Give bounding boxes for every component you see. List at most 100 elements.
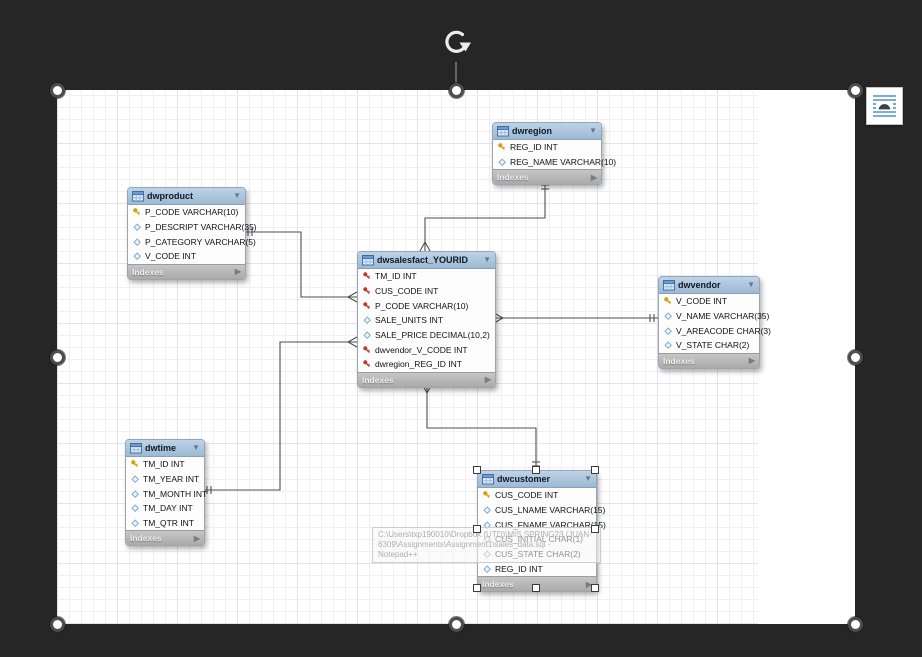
column-text: V_AREACODE CHAR(3) <box>676 325 771 336</box>
picture-resize-handle[interactable] <box>847 616 863 632</box>
table-dwproduct: dwproduct▼ P_CODE VARCHAR(10) P_DESCRIPT V… <box>127 187 257 280</box>
table-indexes-footer: Indexes ▶ <box>659 352 759 368</box>
column-icon <box>133 252 142 261</box>
column-text: P_CODE VARCHAR(10) <box>375 300 469 311</box>
picture-resize-handle[interactable] <box>49 82 65 98</box>
column-text: TM_ID INT <box>375 271 417 282</box>
column-icon <box>363 331 372 340</box>
table-indexes-footer: Indexes▶ <box>128 263 245 279</box>
table-column: P_CODE VARCHAR(10) <box>128 205 245 220</box>
table-selection-square-handle[interactable] <box>473 584 481 593</box>
watermark-line: Notepad++ <box>378 550 418 559</box>
right-arrow-icon: ▶ <box>484 375 491 385</box>
column-text: V_STATE CHAR(2) <box>676 340 750 351</box>
table-column: REG_ID INT <box>493 140 601 155</box>
rotate-handle-icon[interactable] <box>437 24 477 90</box>
column-text: CUS_FNAME VARCHAR(15) <box>495 519 606 530</box>
column-icon <box>483 521 492 529</box>
table-column: CUS_CODE INT <box>358 283 495 299</box>
table-column: TM_ID INT <box>126 457 204 472</box>
right-arrow-icon: ▶ <box>234 267 241 277</box>
table-selection-square-handle[interactable] <box>532 466 540 474</box>
table-selection-square-handle[interactable] <box>473 466 481 474</box>
picture-resize-handle[interactable] <box>49 349 65 365</box>
column-icon <box>131 490 140 498</box>
column-text: P_DESCRIPT VARCHAR(35) <box>145 222 257 233</box>
table-column: CUS_LNAME VARCHAR(15) <box>478 502 605 518</box>
table-column: V_STATE CHAR(2) <box>659 338 759 353</box>
table-indexes-footer: Indexes▶ <box>478 576 596 592</box>
table-column: TM_ID INT <box>358 269 495 284</box>
column-text: TM_ID INT <box>143 459 185 470</box>
column-icon <box>133 223 142 232</box>
column-icon <box>483 506 492 515</box>
table-icon <box>362 254 374 265</box>
primary-key-icon <box>483 491 490 499</box>
table-column: SALE_UNITS INT <box>358 313 495 328</box>
notepad-tooltip-watermark: C:\Users\txp190010\Dropbox (UTD)\MIS SPR… <box>372 527 601 563</box>
picture-resize-handle[interactable] <box>448 616 464 632</box>
table-header: dwsalesfact_YOURID▼ <box>358 252 495 269</box>
column-text: TM_YEAR INT <box>143 474 200 485</box>
table-header: dwtime▼ <box>126 440 204 457</box>
table-column: V_CODE INT <box>659 294 759 309</box>
column-text: SALE_PRICE DECIMAL(10,2) <box>375 330 490 341</box>
indexes-label: Indexes <box>482 579 514 590</box>
picture-resize-handle[interactable] <box>448 82 464 98</box>
column-text: dwregion_REG_ID INT <box>375 359 462 370</box>
column-icon <box>664 327 673 335</box>
column-text: REG_ID INT <box>510 142 558 153</box>
column-text: P_CODE VARCHAR(10) <box>145 207 239 218</box>
layout-options-button[interactable] <box>866 87 903 125</box>
table-header: dwregion▼ <box>493 123 601 140</box>
table-column: dwregion_REG_ID INT <box>358 357 495 372</box>
table-icon <box>132 190 144 201</box>
table-icon <box>130 442 142 453</box>
indexes-label: Indexes <box>663 355 695 366</box>
foreign-key-icon <box>363 287 370 295</box>
table-icon <box>482 473 494 484</box>
watermark-line: C:\Users\txp190010\Dropbox (UTD)\MIS SPR… <box>378 530 592 539</box>
table-selection-square-handle[interactable] <box>591 525 599 534</box>
table-column: V_AREACODE CHAR(3) <box>659 323 771 339</box>
table-column: TM_DAY INT <box>126 501 204 516</box>
picture-resize-handle[interactable] <box>847 82 863 98</box>
dropdown-triangle-icon: ▼ <box>584 474 592 483</box>
table-selection-square-handle[interactable] <box>591 466 599 474</box>
table-selection-square-handle[interactable] <box>473 525 481 534</box>
table-name: dwvendor <box>678 280 721 290</box>
column-text: V_CODE INT <box>145 251 197 262</box>
table-indexes-footer: Indexes▶ <box>493 169 601 185</box>
foreign-key-icon <box>363 272 370 280</box>
table-column: REG_ID INT <box>478 561 596 577</box>
column-text: TM_QTR INT <box>143 518 194 529</box>
picture-resize-handle[interactable] <box>49 616 65 632</box>
table-column: P_DESCRIPT VARCHAR(35) <box>128 219 257 235</box>
right-arrow-icon: ▶ <box>590 172 597 182</box>
table-selection-square-handle[interactable] <box>591 584 599 593</box>
picture-resize-handle[interactable] <box>847 349 863 365</box>
table-header: dwvendor▼ <box>659 277 759 294</box>
column-icon <box>664 312 673 321</box>
dropdown-triangle-icon: ▼ <box>192 443 200 452</box>
foreign-key-icon <box>363 360 370 368</box>
foreign-key-icon <box>363 301 370 309</box>
primary-key-icon <box>131 460 138 468</box>
table-header: dwproduct▼ <box>128 188 245 205</box>
table-column: P_CODE VARCHAR(10) <box>358 298 495 314</box>
table-name: dwproduct <box>147 191 193 201</box>
column-text: dwvendor_V_CODE INT <box>375 344 468 355</box>
table-selection-square-handle[interactable] <box>532 584 540 593</box>
column-icon <box>498 158 507 167</box>
table-name: dwregion <box>512 126 552 136</box>
right-arrow-icon: ▶ <box>748 356 755 366</box>
watermark-line: 6309\Assignments\Assignment1\sales_data.… <box>378 540 551 549</box>
column-text: TM_DAY INT <box>143 503 193 514</box>
foreign-key-icon <box>363 345 370 353</box>
column-text: SALE_UNITS INT <box>375 315 444 326</box>
indexes-label: Indexes <box>362 374 394 385</box>
table-indexes-footer: Indexes▶ <box>126 530 204 546</box>
column-icon <box>483 565 492 573</box>
